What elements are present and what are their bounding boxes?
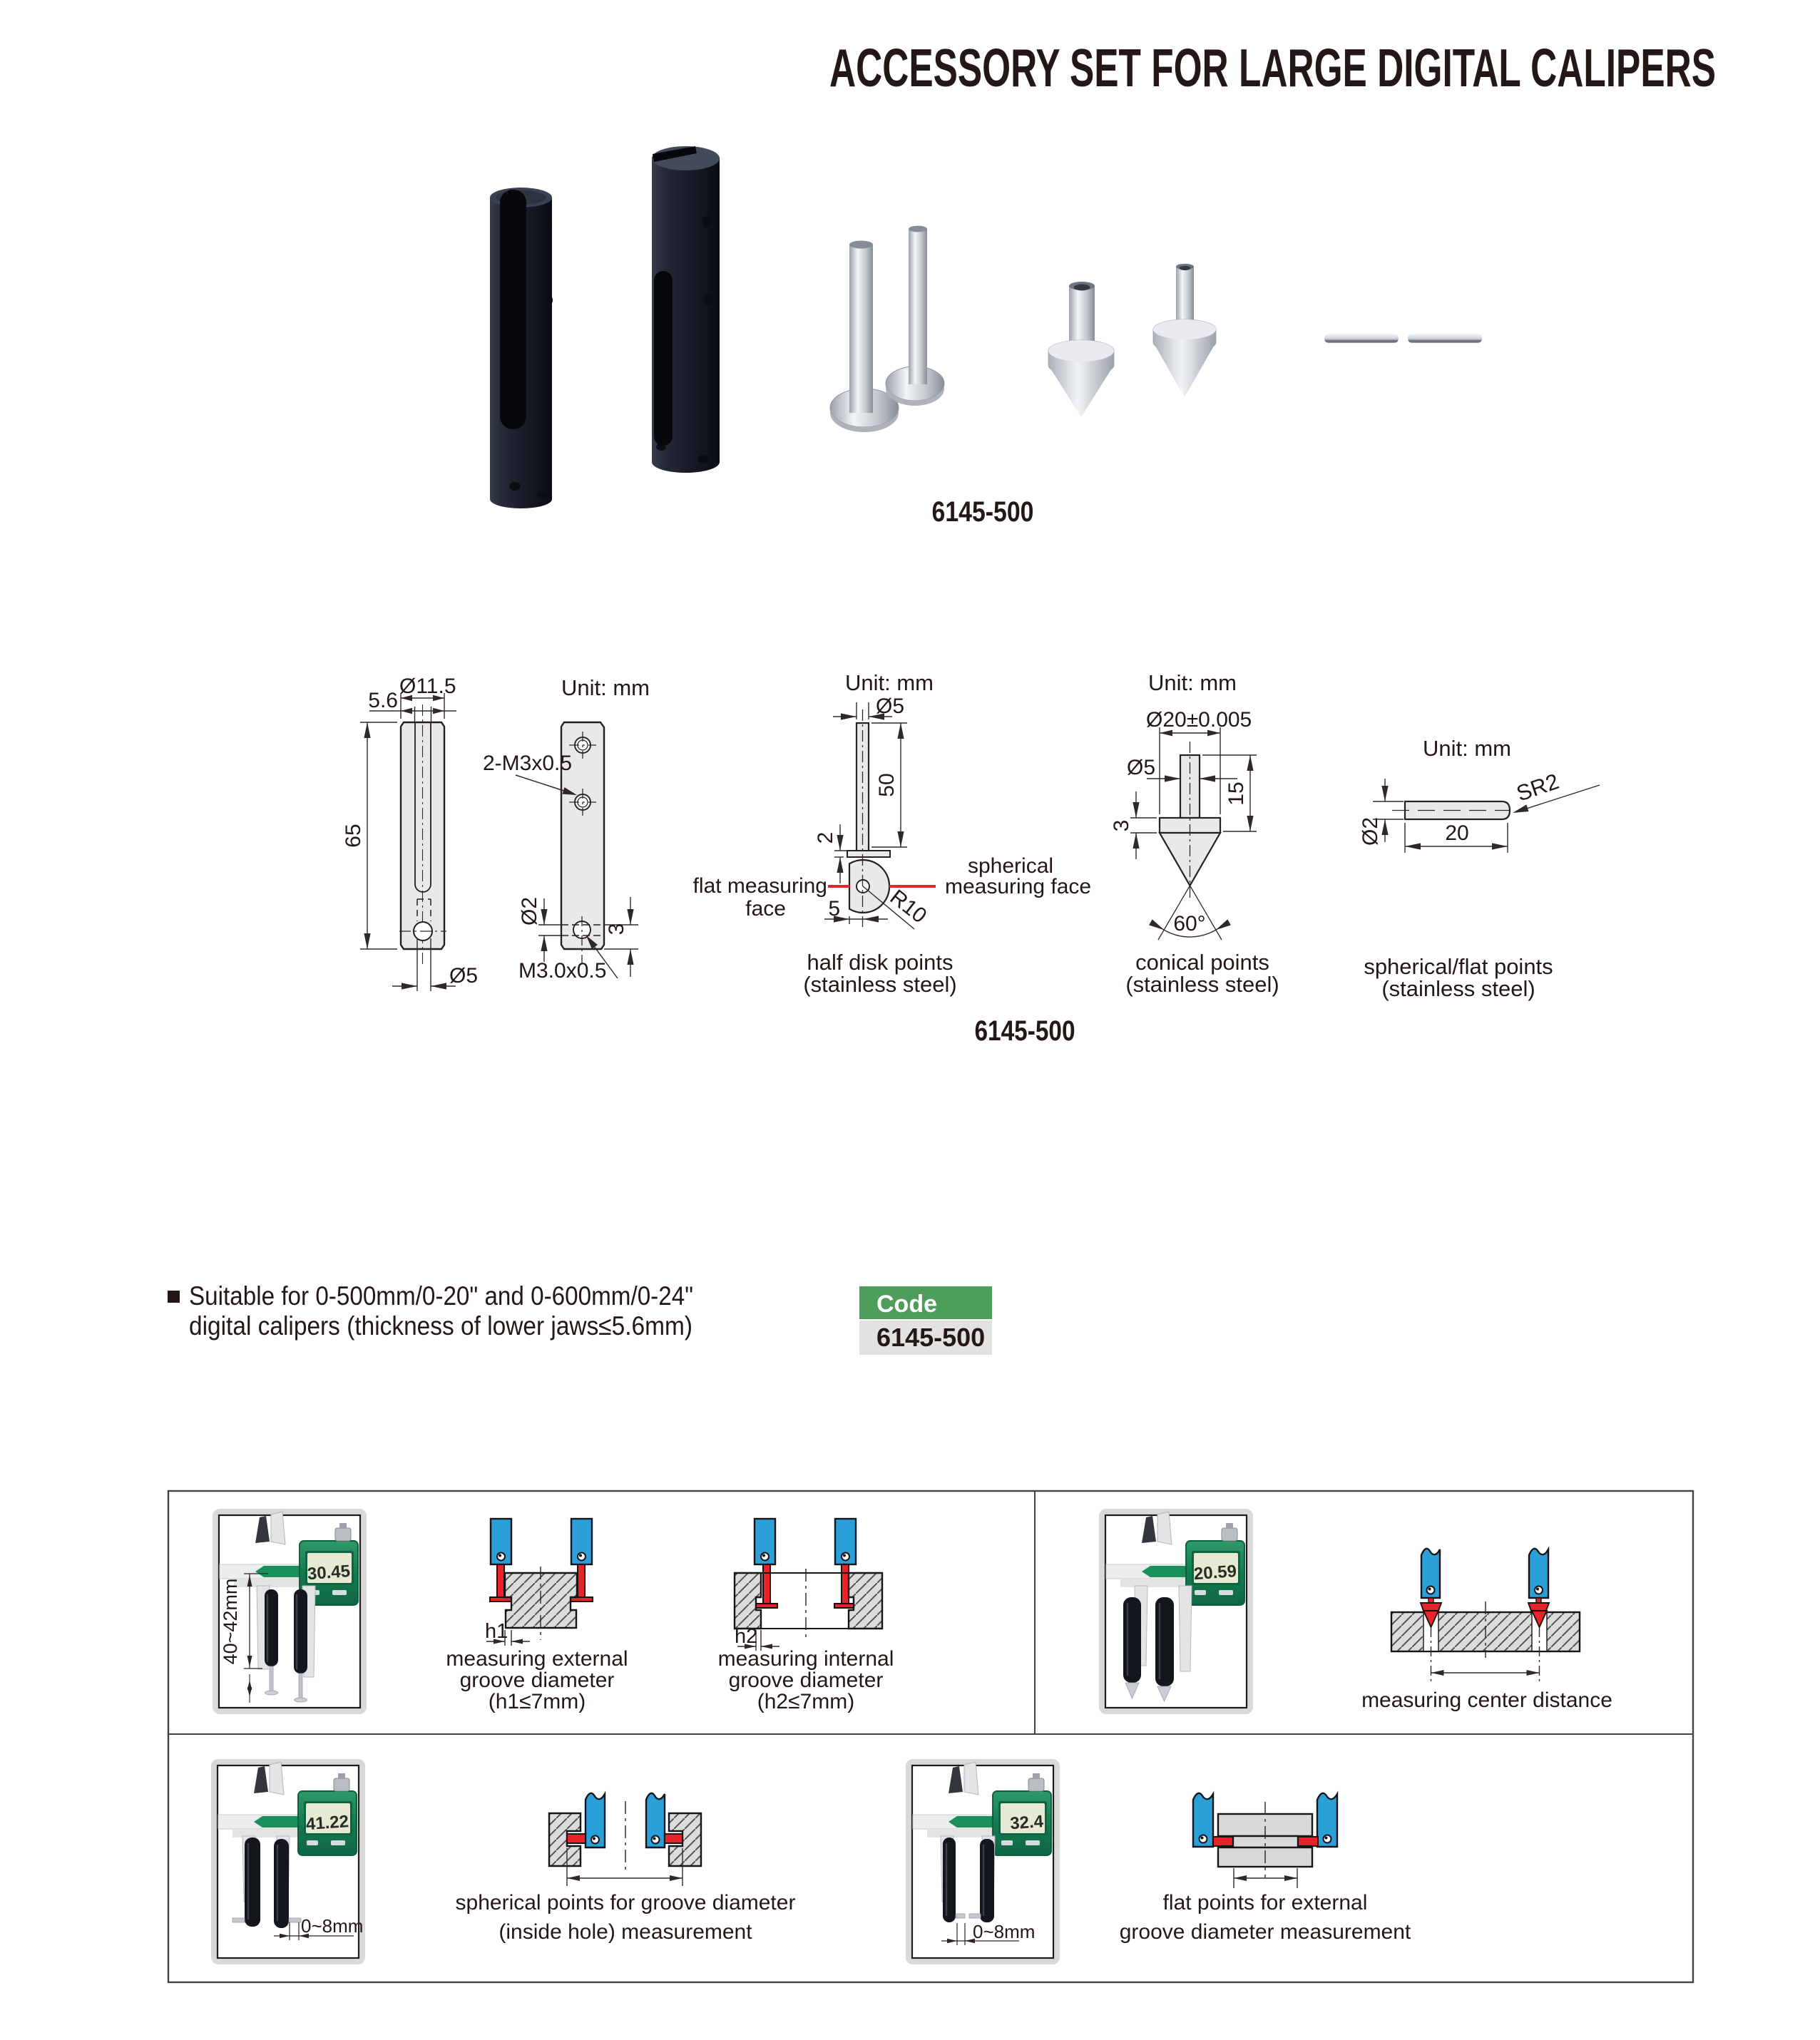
svg-text:measuring external: measuring external (446, 1647, 628, 1671)
svg-text:digital calipers (thickness of: digital calipers (thickness of lower jaw… (189, 1311, 692, 1341)
svg-text:flat points for external: flat points for external (1163, 1891, 1368, 1915)
svg-text:Unit: mm: Unit: mm (845, 670, 934, 695)
svg-text:20.59: 20.59 (1193, 1562, 1237, 1584)
svg-text:Ø5: Ø5 (1127, 756, 1155, 779)
svg-text:conical points: conical points (1135, 950, 1269, 975)
svg-text:2: 2 (814, 832, 837, 844)
svg-text:65: 65 (342, 824, 365, 847)
svg-text:41.22: 41.22 (305, 1812, 349, 1834)
svg-text:groove diameter: groove diameter (460, 1669, 615, 1692)
svg-text:0~8mm: 0~8mm (301, 1915, 363, 1937)
svg-text:half disk points: half disk points (807, 950, 953, 975)
svg-text:groove diameter: groove diameter (729, 1669, 884, 1692)
svg-text:60°: 60° (1173, 912, 1205, 936)
svg-text:(inside hole) measurement: (inside hole) measurement (499, 1920, 752, 1944)
svg-text:measuring internal: measuring internal (718, 1647, 894, 1671)
svg-text:Ø5: Ø5 (449, 964, 478, 988)
svg-text:(stainless steel): (stainless steel) (1125, 972, 1279, 997)
svg-text:h2: h2 (735, 1625, 757, 1648)
svg-text:30.45: 30.45 (307, 1562, 351, 1584)
svg-text:Ø11.5: Ø11.5 (399, 675, 456, 698)
svg-text:6145-500: 6145-500 (975, 1015, 1075, 1047)
svg-text:spherical: spherical (968, 854, 1053, 878)
svg-text:Ø20±0.005: Ø20±0.005 (1146, 708, 1252, 732)
svg-text:(stainless steel): (stainless steel) (803, 972, 956, 997)
svg-text:3: 3 (605, 923, 628, 936)
svg-text:M3.0x0.5: M3.0x0.5 (518, 959, 606, 983)
svg-text:Code: Code (876, 1291, 937, 1318)
svg-text:32.4: 32.4 (1009, 1812, 1044, 1833)
svg-text:6145-500: 6145-500 (932, 496, 1034, 528)
svg-text:measuring center distance: measuring center distance (1361, 1688, 1612, 1712)
svg-text:face: face (745, 897, 786, 921)
svg-text:measuring face: measuring face (945, 875, 1091, 898)
svg-text:spherical/flat points: spherical/flat points (1364, 954, 1553, 979)
svg-text:40~42mm: 40~42mm (220, 1579, 241, 1665)
svg-text:Unit: mm: Unit: mm (561, 675, 650, 700)
svg-text:50: 50 (875, 773, 899, 796)
svg-text:3: 3 (1110, 820, 1133, 832)
svg-text:Unit: mm: Unit: mm (1423, 736, 1511, 761)
svg-text:6145-500: 6145-500 (876, 1323, 985, 1352)
svg-text:0~8mm: 0~8mm (973, 1921, 1035, 1942)
svg-text:groove diameter measurement: groove diameter measurement (1120, 1920, 1411, 1944)
svg-text:5: 5 (828, 897, 840, 921)
svg-text:Ø2: Ø2 (1359, 817, 1382, 846)
svg-text:20: 20 (1445, 821, 1468, 845)
svg-text:(stainless steel): (stainless steel) (1381, 976, 1535, 1001)
svg-text:(h1≤7mm): (h1≤7mm) (489, 1690, 586, 1713)
svg-text:Unit: mm: Unit: mm (1148, 670, 1237, 695)
svg-text:h1: h1 (485, 1620, 508, 1643)
svg-text:5.6: 5.6 (368, 689, 398, 712)
svg-text:2-M3x0.5: 2-M3x0.5 (483, 752, 572, 775)
svg-text:(h2≤7mm): (h2≤7mm) (757, 1690, 854, 1713)
svg-text:flat measuring: flat measuring (693, 874, 827, 898)
svg-text:spherical points for groove di: spherical points for groove diameter (456, 1891, 796, 1915)
svg-text:15: 15 (1225, 781, 1248, 805)
svg-text:Ø5: Ø5 (876, 694, 904, 718)
svg-text:Suitable for 0-500mm/0-20" and: Suitable for 0-500mm/0-20" and 0-600mm/0… (189, 1281, 693, 1311)
svg-text:ACCESSORY SET FOR LARGE DIGITA: ACCESSORY SET FOR LARGE DIGITAL CALIPERS (829, 38, 1716, 98)
svg-text:Ø2: Ø2 (518, 897, 541, 926)
